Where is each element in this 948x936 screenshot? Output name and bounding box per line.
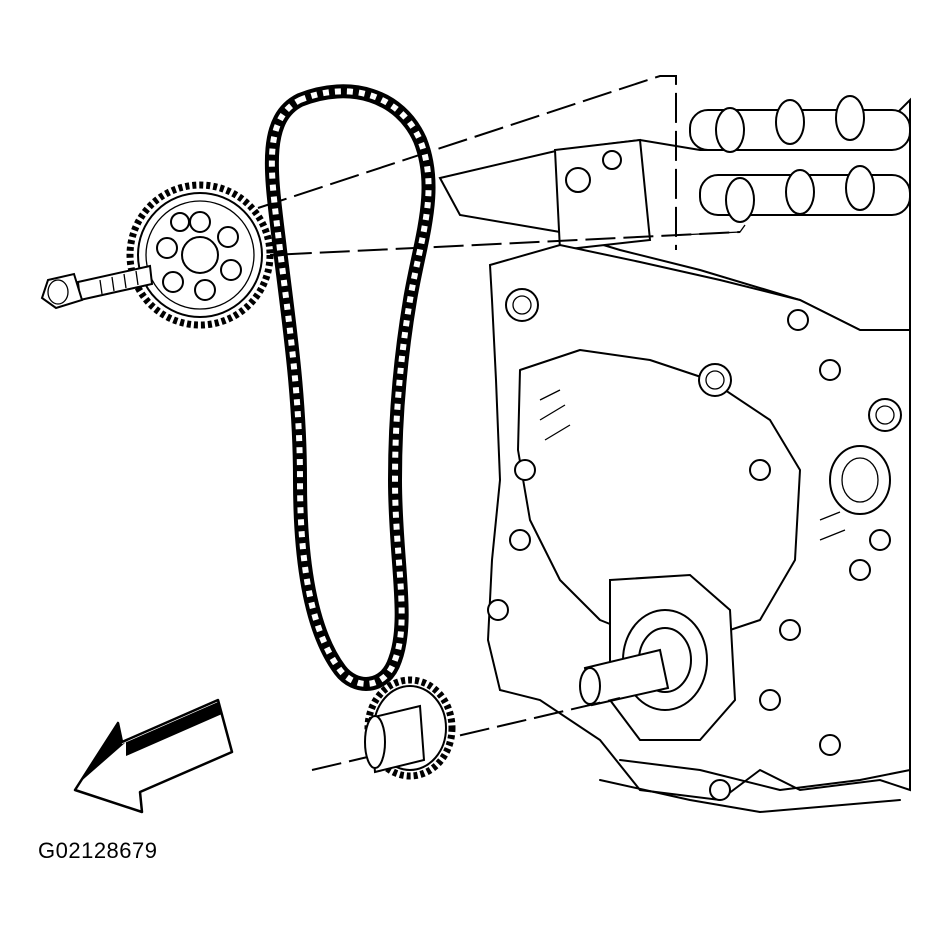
sprocket-bolt (40, 264, 154, 310)
figure-id-label: G02128679 (38, 838, 158, 863)
camshaft-sprocket (126, 181, 274, 329)
camshaft-exhaust (699, 165, 911, 223)
crankshaft-sprocket (364, 676, 456, 780)
camshaft-intake (689, 95, 911, 153)
engine-block (438, 95, 911, 813)
front-arrow-icon (73, 698, 234, 814)
timing-chain (264, 84, 436, 691)
